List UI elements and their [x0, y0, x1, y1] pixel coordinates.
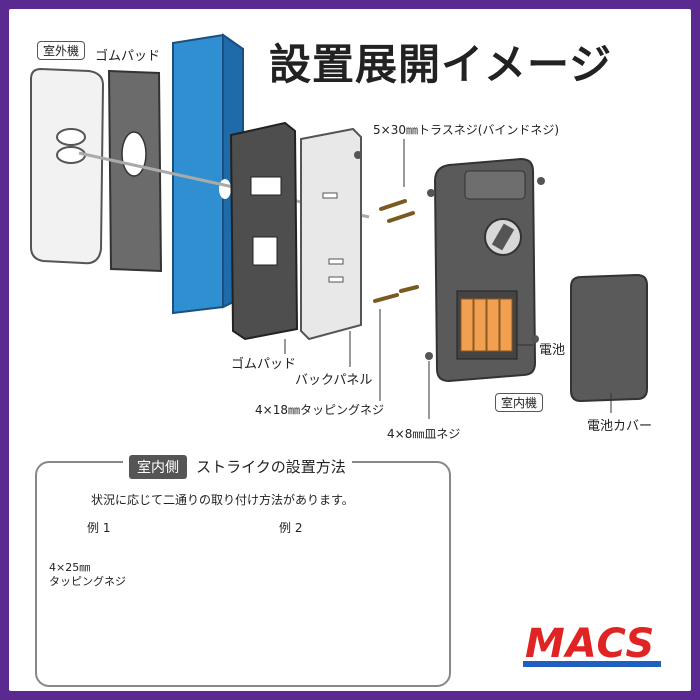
leader-lines: [284, 139, 612, 419]
rubber-pad-inner: [229, 121, 299, 341]
example-1-label: 例 1: [87, 521, 111, 535]
example-2-label: 例 2: [279, 521, 303, 535]
outdoor-unit-label: 室外機: [37, 41, 86, 60]
small-screw-heads: [354, 151, 545, 360]
strike-description: 状況に応じて二通りの取り付け方法があります。: [91, 493, 354, 507]
rubber-pad-bottom-label: ゴムパッド: [231, 357, 297, 372]
diagram-frame: 設置展開イメージ 室外機 ゴムパッド 5×30㎜トラスネジ(バインドネジ) 電池…: [9, 9, 691, 691]
logo-stripe: [523, 661, 661, 667]
battery-cover-label: 電池カバー: [587, 419, 653, 434]
indoor-unit-label: 室内機: [495, 393, 544, 412]
tapping-screw-18-label: 4×18㎜タッピングネジ: [255, 403, 384, 417]
outdoor-unit-illustration: [30, 67, 105, 265]
rubber-pad-hole: [121, 131, 147, 177]
flat-screw-label: 4×8㎜皿ネジ: [387, 427, 461, 441]
strike-tag: 室内側: [129, 455, 187, 479]
strike-title: ストライクの設置方法: [196, 458, 346, 476]
back-panel-label: バックパネル: [295, 373, 373, 388]
macs-logo: MACS: [525, 621, 656, 667]
page-title: 設置展開イメージ: [269, 40, 613, 89]
strike-screw-size: 4×25㎜: [49, 561, 91, 574]
battery-cover: [570, 273, 648, 403]
battery-label: 電池: [539, 343, 566, 358]
rubber-pad-top-label: ゴムパッド: [95, 49, 161, 64]
strike-header: 室内側 ストライクの設置方法: [123, 455, 352, 479]
strike-screw-type: タッピングネジ: [49, 575, 126, 588]
batteries: [460, 298, 513, 352]
back-panel: [300, 127, 362, 341]
screws: [373, 199, 419, 303]
truss-screw-label: 5×30㎜トラスネジ(バインドネジ): [373, 123, 560, 137]
